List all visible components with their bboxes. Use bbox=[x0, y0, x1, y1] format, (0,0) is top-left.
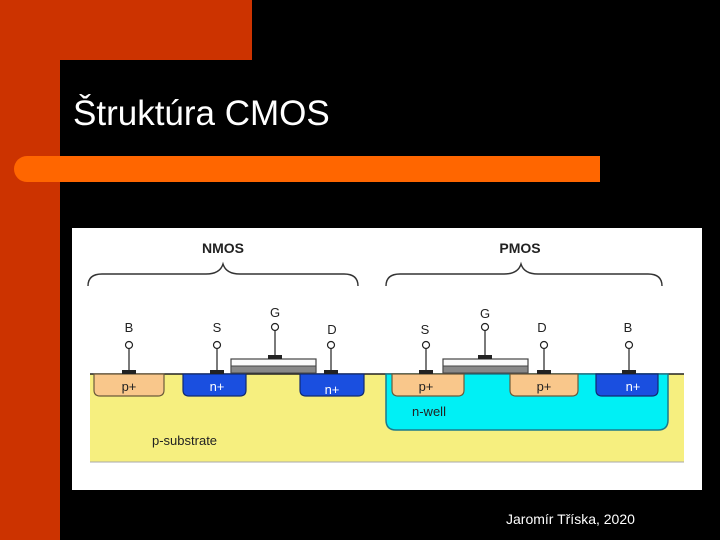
pmos-source-contact bbox=[419, 370, 433, 374]
pmos-g-label: G bbox=[480, 306, 490, 321]
nmos-brace bbox=[87, 261, 359, 287]
nmos-body-p-plus bbox=[93, 373, 165, 397]
nmos-source-n-plus-label: n+ bbox=[210, 379, 225, 394]
nmos-g-terminal-circle bbox=[270, 322, 280, 332]
pmos-label: PMOS bbox=[499, 240, 540, 256]
top-accent-block bbox=[0, 0, 252, 60]
pmos-gate-poly bbox=[442, 365, 529, 374]
nmos-source-contact bbox=[210, 370, 224, 374]
n-well-label: n-well bbox=[412, 404, 446, 419]
p-substrate-label: p-substrate bbox=[152, 433, 217, 448]
left-accent-strip bbox=[0, 0, 60, 540]
nmos-gate-poly bbox=[230, 365, 317, 374]
nmos-b-label: B bbox=[125, 320, 134, 335]
pmos-source-p-plus-label: p+ bbox=[419, 379, 434, 394]
nmos-s-label: S bbox=[213, 320, 222, 335]
pmos-brace bbox=[385, 261, 663, 287]
pmos-s-terminal-circle bbox=[421, 340, 431, 350]
pmos-drain-p-plus-label: p+ bbox=[537, 379, 552, 394]
pmos-drain-contact bbox=[537, 370, 551, 374]
footer-author: Jaromír Tříska, 2020 bbox=[506, 511, 635, 527]
cmos-structure-svg: NMOS PMOS p-substrate n-well p+ n+ n+ p+… bbox=[72, 228, 702, 490]
pmos-s-label: S bbox=[421, 322, 430, 337]
nmos-body-p-plus-label: p+ bbox=[122, 379, 137, 394]
pmos-body-n-plus-label: n+ bbox=[626, 379, 641, 394]
nmos-source-n-plus bbox=[182, 373, 247, 397]
rounded-corner bbox=[60, 60, 90, 90]
nmos-label: NMOS bbox=[202, 240, 244, 256]
pmos-source-p-plus bbox=[391, 373, 465, 397]
pmos-body-contact bbox=[622, 370, 636, 374]
nmos-drain-n-plus-label: n+ bbox=[325, 382, 340, 397]
pmos-b-label: B bbox=[624, 320, 633, 335]
pmos-g-terminal-circle bbox=[480, 322, 490, 332]
slide-title: Štruktúra CMOS bbox=[73, 94, 330, 133]
nmos-s-terminal-circle bbox=[212, 340, 222, 350]
cmos-diagram: NMOS PMOS p-substrate n-well p+ n+ n+ p+… bbox=[72, 228, 702, 490]
pmos-gate-contact bbox=[478, 355, 492, 359]
nmos-body-contact bbox=[122, 370, 136, 374]
nmos-drain-n-plus bbox=[299, 373, 365, 397]
nmos-d-label: D bbox=[327, 322, 336, 337]
pmos-d-label: D bbox=[537, 320, 546, 335]
pmos-b-terminal-circle bbox=[624, 340, 634, 350]
nmos-g-label: G bbox=[270, 305, 280, 320]
pmos-d-terminal-circle bbox=[539, 340, 549, 350]
pmos-body-n-plus bbox=[595, 373, 659, 397]
nmos-gate-contact bbox=[268, 355, 282, 359]
nmos-d-terminal-circle bbox=[326, 340, 336, 350]
nmos-drain-contact bbox=[324, 370, 338, 374]
pmos-drain-p-plus bbox=[509, 373, 579, 397]
title-underline-bar bbox=[14, 156, 600, 182]
nmos-b-terminal-circle bbox=[124, 340, 134, 350]
